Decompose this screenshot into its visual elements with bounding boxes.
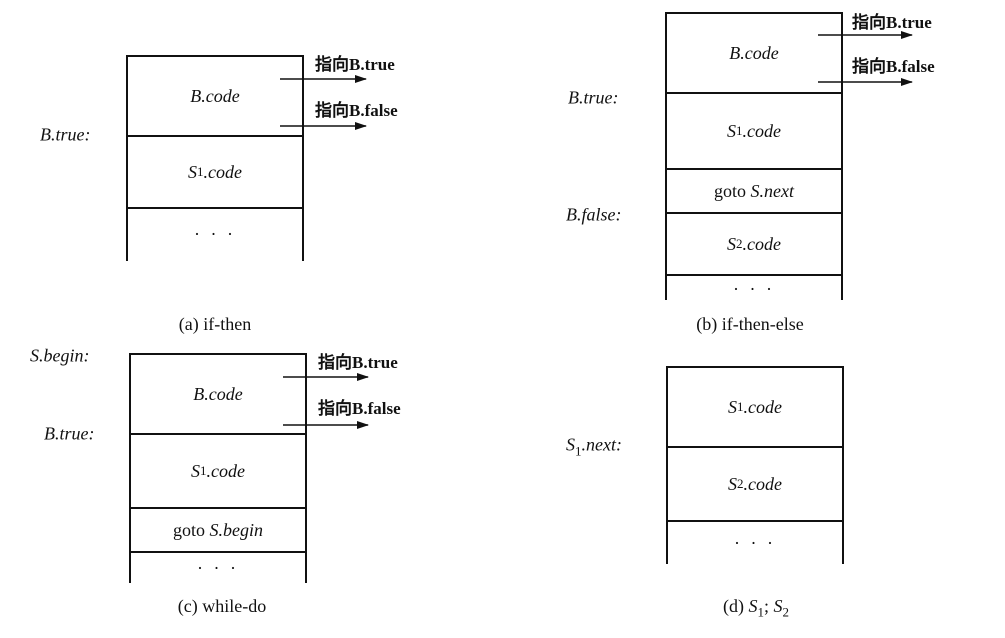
s1-code-suffix: .code bbox=[206, 460, 245, 481]
b-code-cell: B.code bbox=[667, 14, 841, 94]
arrow-text-to-false: 指向B.false bbox=[318, 399, 401, 418]
arrow-text-to-true: 指向B.true bbox=[315, 55, 395, 74]
s2-code-subscript: 2 bbox=[736, 236, 743, 251]
b-true-label: B.true: bbox=[44, 423, 95, 444]
caption-d-s1-sub: 1 bbox=[757, 604, 764, 620]
caption-b: (b) if-then-else bbox=[696, 314, 804, 334]
caption-d: (d) S1; S2 bbox=[723, 596, 789, 621]
s1-code-subscript: 1 bbox=[197, 164, 204, 179]
goto-keyword: goto bbox=[714, 180, 751, 201]
arrow-text-to-false: 指向B.false bbox=[315, 101, 398, 120]
ellipsis-cell: · · · bbox=[734, 532, 776, 553]
b-code-cell: B.code bbox=[131, 355, 305, 435]
s1-code-symbol: S bbox=[191, 460, 200, 481]
s1-code-suffix: .code bbox=[743, 396, 782, 417]
caption-d-s2: S bbox=[773, 596, 783, 616]
caption-a: (a) if-then bbox=[178, 314, 252, 334]
arrow-label-to-false: 指向B.false bbox=[852, 52, 935, 77]
s1-next-subscript: 1 bbox=[575, 443, 582, 459]
goto-target: S.begin bbox=[209, 519, 264, 540]
arrow-text-to-true: 指向B.true bbox=[318, 353, 398, 372]
s2-code-subscript: 2 bbox=[737, 476, 744, 491]
s2-code-symbol: S bbox=[728, 473, 737, 494]
s2-code-suffix: .code bbox=[742, 233, 781, 254]
s2-code-suffix: .code bbox=[743, 473, 782, 494]
s1-next-suffix: .next: bbox=[581, 434, 622, 455]
arrow-text-to-true: 指向B.true bbox=[852, 13, 932, 32]
caption-c: (c) while-do bbox=[177, 596, 267, 616]
ellipsis-cell: · · · bbox=[194, 223, 236, 244]
goto-begin-cell: goto S.begin bbox=[131, 509, 305, 553]
s1-next-symbol: S bbox=[566, 434, 575, 455]
b-true-label: B.true: bbox=[40, 124, 91, 145]
goto-keyword: goto bbox=[172, 519, 210, 540]
caption-d-prefix: (d) bbox=[722, 596, 749, 616]
s1-code-suffix: .code bbox=[203, 161, 242, 182]
arrow-label-to-true: 指向B.true bbox=[852, 8, 932, 33]
s1-next-label: S1.next: bbox=[566, 435, 622, 460]
goto-target: S.next bbox=[750, 180, 794, 201]
arrow-label-to-true: 指向B.true bbox=[318, 348, 398, 373]
b-code-cell: B.code bbox=[128, 57, 302, 137]
arrow-text-to-false: 指向B.false bbox=[852, 57, 935, 76]
caption-d-s2-sub: 2 bbox=[782, 604, 790, 620]
caption-d-separator: ; bbox=[763, 596, 774, 616]
caption-d-s1: S bbox=[748, 596, 758, 616]
b-false-label: B.false: bbox=[566, 204, 622, 225]
arrow-label-to-false: 指向B.false bbox=[315, 96, 398, 121]
s1-code-subscript: 1 bbox=[737, 399, 744, 414]
s1-code-symbol: S bbox=[728, 396, 737, 417]
b-true-label: B.true: bbox=[568, 87, 619, 108]
s1-code-suffix: .code bbox=[742, 120, 781, 141]
s1-code-symbol: S bbox=[727, 120, 736, 141]
ellipsis-cell: · · · bbox=[733, 278, 775, 299]
goto-next-cell: goto S.next bbox=[667, 170, 841, 214]
s2-code-symbol: S bbox=[727, 233, 736, 254]
arrow-label-to-false: 指向B.false bbox=[318, 394, 401, 419]
arrow-label-to-true: 指向B.true bbox=[315, 50, 395, 75]
ellipsis-cell: · · · bbox=[197, 557, 239, 578]
s1-code-symbol: S bbox=[188, 161, 197, 182]
s1-code-subscript: 1 bbox=[200, 463, 207, 478]
s-begin-label: S.begin: bbox=[30, 345, 90, 366]
s1-code-subscript: 1 bbox=[736, 123, 743, 138]
